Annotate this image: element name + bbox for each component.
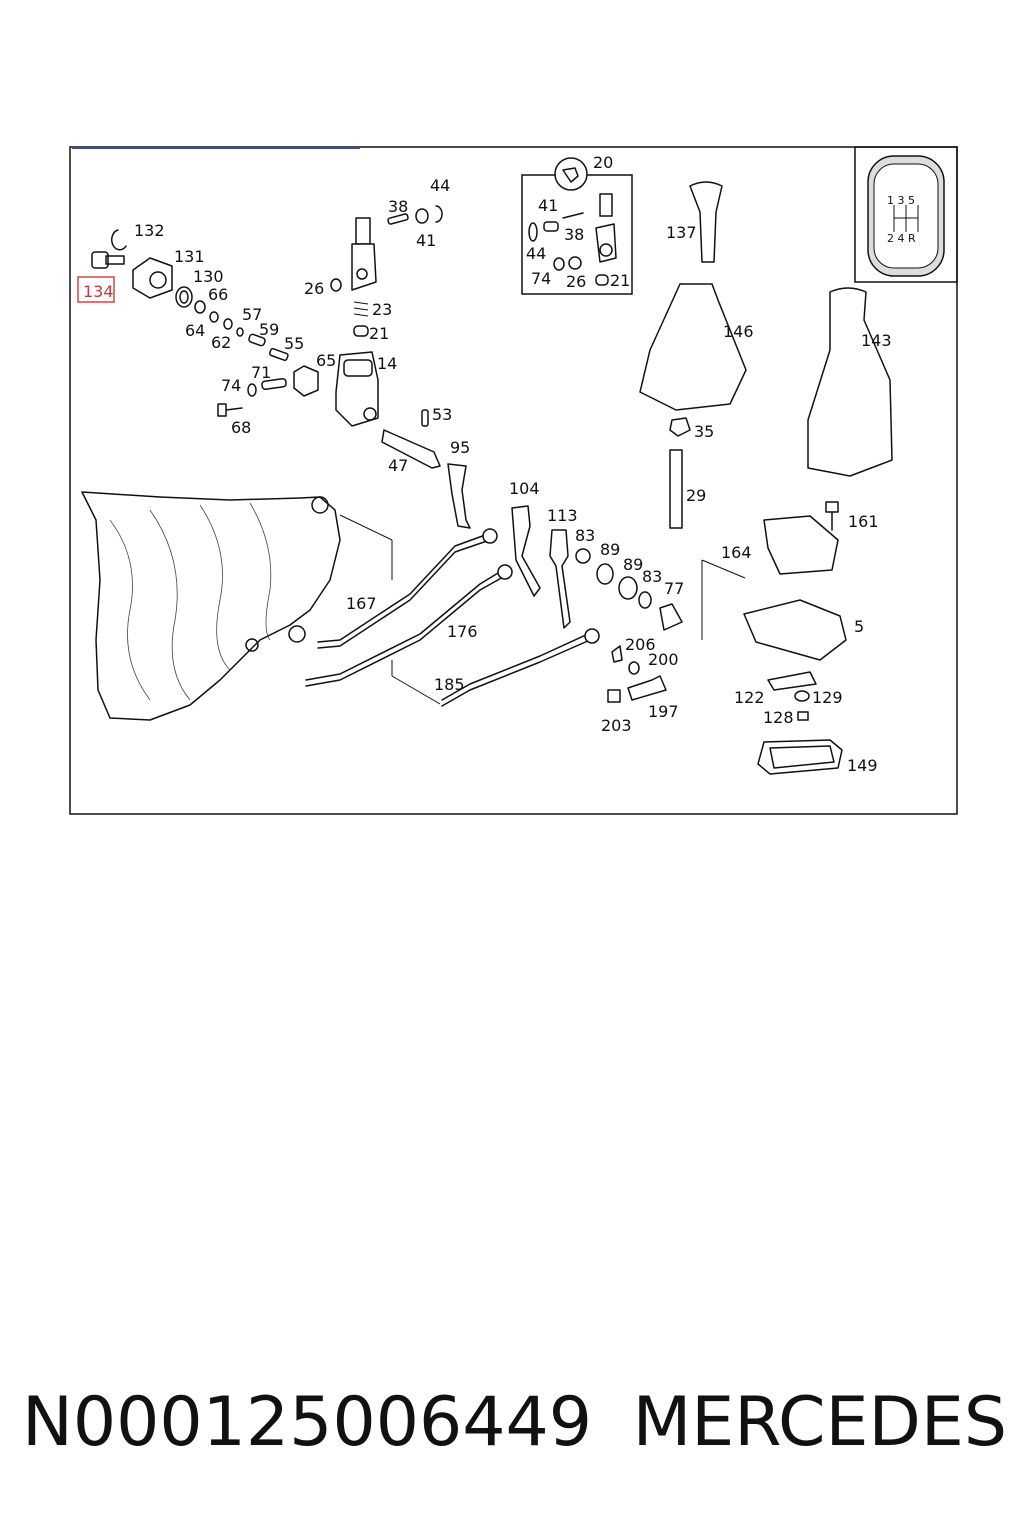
callout: 29 (686, 486, 706, 505)
callout-labels: 134 20 44 38 41 132 131 130 66 57 59 55 … (77, 153, 892, 775)
callout: 128 (763, 708, 794, 727)
callout: 83 (642, 567, 662, 586)
part-number: N000125006449 (22, 1382, 593, 1462)
diagram-frame (69, 146, 958, 815)
callout: 203 (601, 716, 632, 735)
callout: 149 (847, 756, 878, 775)
product-caption: N000125006449 MERCEDES (22, 1372, 1007, 1472)
callout: 23 (372, 300, 392, 319)
callout: 197 (648, 702, 679, 721)
callout: 185 (434, 675, 465, 694)
callout: 200 (648, 650, 679, 669)
callout: 21 (610, 271, 630, 290)
callout: 206 (625, 635, 656, 654)
callout: 21 (369, 324, 389, 343)
callout: 83 (575, 526, 595, 545)
callout: 104 (509, 479, 540, 498)
callout: 26 (566, 272, 586, 291)
callout: 62 (211, 333, 231, 352)
parts-diagram: 1 3 5 2 4 R (69, 146, 958, 815)
callout: 131 (174, 247, 205, 266)
callout: 44 (430, 176, 450, 195)
callout: 164 (721, 543, 752, 562)
brand-name: MERCEDES (632, 1382, 1007, 1462)
shift-pattern-top: 1 3 5 (887, 194, 915, 207)
transmission-housing (81, 491, 393, 721)
callout: 68 (231, 418, 251, 437)
callout: 53 (432, 405, 452, 424)
callout: 57 (242, 305, 262, 324)
callout: 14 (377, 354, 397, 373)
shift-knobs (639, 181, 893, 775)
callout-highlighted: 134 (83, 282, 114, 301)
callout: 89 (600, 540, 620, 559)
callout: 47 (388, 456, 408, 475)
callout: 122 (734, 688, 765, 707)
callout: 38 (564, 225, 584, 244)
shift-pattern-inset: 1 3 5 2 4 R (854, 146, 958, 283)
callout: 20 (593, 153, 613, 172)
callout: 66 (208, 285, 228, 304)
callout: 132 (134, 221, 165, 240)
callout: 26 (304, 279, 324, 298)
callout: 64 (185, 321, 205, 340)
callout: 167 (346, 594, 377, 613)
callout: 161 (848, 512, 879, 531)
callout: 95 (450, 438, 470, 457)
repair-kit-inset (521, 157, 633, 295)
callout: 74 (221, 376, 241, 395)
callout: 35 (694, 422, 714, 441)
shift-rods (305, 463, 683, 707)
callout: 41 (416, 231, 436, 250)
callout: 5 (854, 617, 864, 636)
callout: 176 (447, 622, 478, 641)
selector-parts (91, 229, 319, 417)
shift-lever-upper (330, 205, 443, 469)
callout: 59 (259, 320, 279, 339)
callout: 130 (193, 267, 224, 286)
callout: 77 (664, 579, 684, 598)
callout: 44 (526, 244, 546, 263)
callout: 89 (623, 555, 643, 574)
callout: 137 (666, 223, 697, 242)
callout: 143 (861, 331, 892, 350)
callout: 65 (316, 351, 336, 370)
shift-pattern-bottom: 2 4 R (887, 232, 916, 245)
callout: 55 (284, 334, 304, 353)
callout: 129 (812, 688, 843, 707)
callout: 113 (547, 506, 578, 525)
callout: 146 (723, 322, 754, 341)
callout: 38 (388, 197, 408, 216)
callout: 41 (538, 196, 558, 215)
highlight-box (77, 276, 115, 303)
callout: 74 (531, 269, 551, 288)
callout: 71 (251, 363, 271, 382)
